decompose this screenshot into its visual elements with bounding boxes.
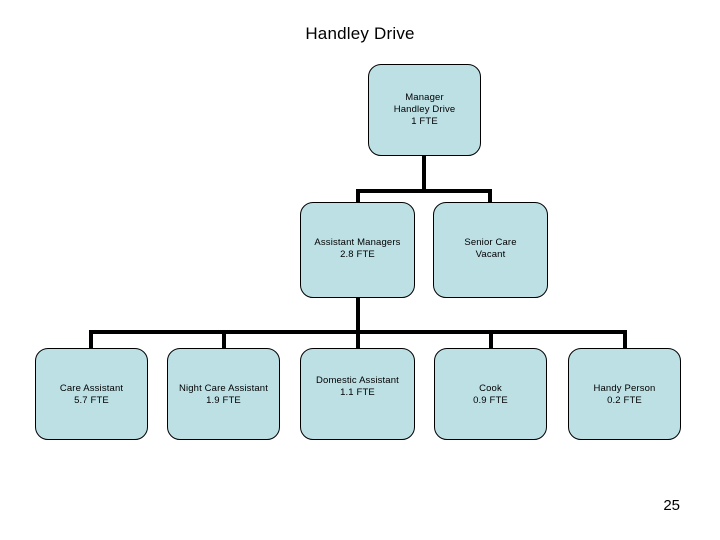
org-node-care-assistant[interactable]: Care Assistant 5.7 FTE <box>35 348 148 440</box>
connector-stub-assistant-managers <box>356 189 360 203</box>
org-node-senior-care-line-2: Vacant <box>475 249 506 260</box>
org-node-handy-person-line-2: 0.2 FTE <box>607 395 642 406</box>
org-node-manager[interactable]: Manager Handley Drive 1 FTE <box>368 64 481 156</box>
org-node-cook-line-2: 0.9 FTE <box>473 395 508 406</box>
org-node-domestic-assistant[interactable]: Domestic Assistant 1.1 FTE <box>300 348 415 440</box>
org-node-assistant-managers[interactable]: Assistant Managers 2.8 FTE <box>300 202 415 298</box>
connector-stub-domestic-assistant <box>356 330 360 348</box>
page-title: Handley Drive <box>305 24 415 43</box>
connector-stub-care-assistant <box>89 330 93 348</box>
connector-stub-handy-person <box>623 330 627 348</box>
org-node-night-care-assistant-line-1: Night Care Assistant <box>178 383 269 394</box>
connector-stub-night-care-assistant <box>222 330 226 348</box>
connector-level2-bus <box>356 189 492 193</box>
org-node-assistant-managers-line-1: Assistant Managers <box>314 237 401 248</box>
org-node-care-assistant-line-2: 5.7 FTE <box>74 395 109 406</box>
org-node-manager-line-3: 1 FTE <box>411 116 438 127</box>
org-node-senior-care-line-1: Senior Care <box>464 237 517 248</box>
org-node-cook[interactable]: Cook 0.9 FTE <box>434 348 547 440</box>
org-node-night-care-assistant[interactable]: Night Care Assistant 1.9 FTE <box>167 348 280 440</box>
org-node-handy-person[interactable]: Handy Person 0.2 FTE <box>568 348 681 440</box>
connector-stub-cook <box>489 330 493 348</box>
connector-assistant-managers-drop <box>356 298 360 334</box>
org-node-care-assistant-line-1: Care Assistant <box>59 383 124 394</box>
org-node-handy-person-line-1: Handy Person <box>593 383 656 394</box>
org-node-cook-line-1: Cook <box>479 383 502 394</box>
page-number: 25 <box>663 497 680 514</box>
org-node-domestic-assistant-line-1: Domestic Assistant <box>316 375 399 386</box>
org-node-manager-line-2: Handley Drive <box>393 104 456 115</box>
org-node-night-care-assistant-line-2: 1.9 FTE <box>206 395 241 406</box>
connector-stub-senior-care <box>488 189 492 203</box>
org-node-assistant-managers-line-2: 2.8 FTE <box>340 249 375 260</box>
org-node-domestic-assistant-line-2: 1.1 FTE <box>340 387 375 398</box>
org-node-manager-line-1: Manager <box>405 92 444 103</box>
org-node-senior-care[interactable]: Senior Care Vacant <box>433 202 548 298</box>
connector-manager-drop <box>422 156 426 193</box>
